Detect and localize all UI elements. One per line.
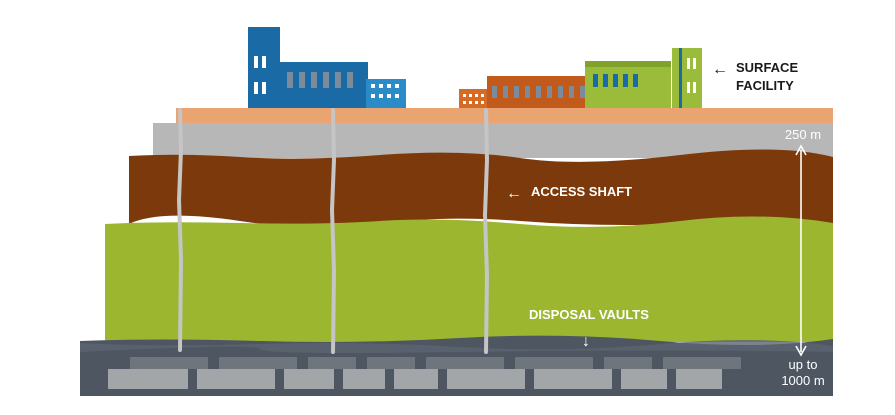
gravel-layer	[153, 123, 833, 158]
depth-arrow-down	[795, 345, 807, 357]
depth-label-bottom-line2: 1000 m	[781, 373, 824, 388]
disposal-vaults	[108, 357, 741, 389]
vault-row-back	[130, 357, 741, 369]
access-shafts	[176, 108, 490, 354]
tower-window	[254, 82, 258, 94]
annex-windows	[371, 84, 399, 98]
bedrock-layer	[105, 216, 833, 342]
disposal-vaults-arrow: ↓	[582, 333, 590, 350]
depth-arrow-up	[795, 144, 807, 156]
green-tower	[672, 48, 702, 109]
access-shaft-label: ACCESS SHAFT	[531, 184, 632, 199]
tower-window	[262, 56, 266, 68]
topsoil-layer	[176, 108, 833, 124]
surface-facility-label-line2: FACILITY	[736, 78, 794, 93]
access-shaft-line	[482, 108, 490, 354]
clay-layer	[129, 149, 833, 228]
depth-label-bottom-line1: up to	[789, 357, 818, 372]
strata	[80, 108, 833, 396]
surface-facility-label-line1: SURFACE	[736, 60, 798, 75]
depth-label-top: 250 m	[785, 127, 821, 142]
blue-block-windows	[287, 72, 353, 88]
access-shaft-line	[329, 108, 337, 354]
access-shaft-arrow: ←	[506, 185, 522, 202]
green-building-windows	[593, 74, 638, 87]
annotation-labels: ← SURFACE FACILITY ← ACCESS SHAFT DISPOS…	[506, 60, 825, 388]
depth-scale	[795, 144, 807, 357]
surface-facility-buildings	[248, 27, 702, 109]
access-shaft-line	[176, 108, 184, 352]
green-tower-stripe	[679, 48, 682, 109]
deep-rock-texture	[80, 339, 833, 353]
tower-window	[254, 56, 258, 68]
orange-small-windows	[463, 94, 484, 104]
vault-row-front	[108, 369, 722, 389]
green-tower-windows	[687, 58, 696, 93]
disposal-vaults-label: DISPOSAL VAULTS	[529, 307, 649, 322]
green-roof-band	[585, 61, 671, 67]
surface-facility-arrow: ←	[712, 61, 728, 78]
orange-long-windows	[492, 86, 585, 98]
orange-small	[459, 89, 487, 109]
tower-window	[262, 82, 266, 94]
